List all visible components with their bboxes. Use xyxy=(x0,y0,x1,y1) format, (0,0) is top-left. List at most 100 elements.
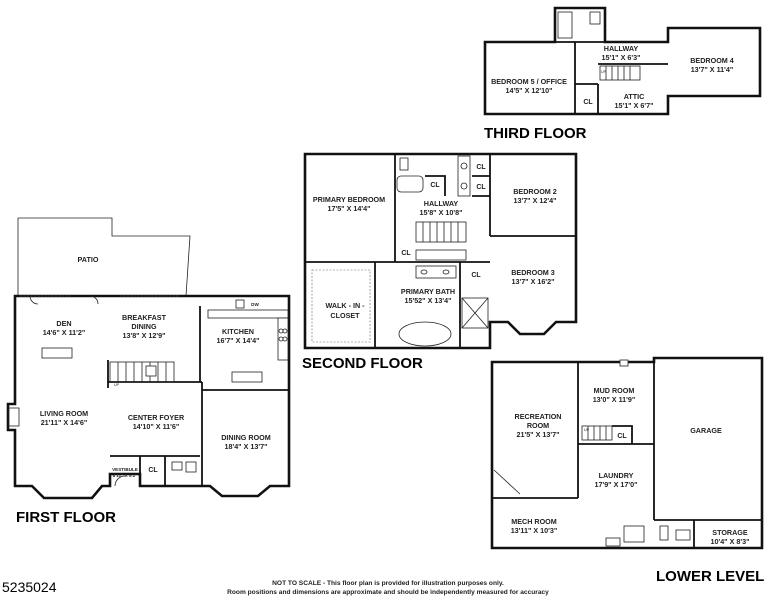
stairs-up-label: UP xyxy=(584,428,590,432)
mech-label: MECH ROOM xyxy=(511,517,557,526)
lower-level-plan: RECREATION ROOM 21'5" X 13'7" MUD ROOM 1… xyxy=(490,356,764,585)
listing-id: 5235024 xyxy=(2,579,57,595)
bed3-label: BEDROOM 3 xyxy=(511,268,555,277)
first-floor-title: FIRST FLOOR xyxy=(16,509,116,526)
den-dim: 14'6" X 11'2" xyxy=(43,328,86,337)
recreation-label-2: ROOM xyxy=(527,421,549,430)
bed4-dim: 13'7" X 11'4" xyxy=(691,65,734,74)
first-floor-stairs xyxy=(109,361,175,383)
fireplace-icon xyxy=(8,407,20,427)
den-label: DEN xyxy=(56,319,71,328)
foyer-dim: 14'10" X 11'6" xyxy=(133,422,180,431)
breakfast-label-2: DINING xyxy=(131,322,157,331)
wall-hall-closets xyxy=(472,175,490,197)
hall2-label: HALLWAY xyxy=(424,199,459,208)
first-floor-plan: PATIO DEN 14'6" X 11'2" BREAKFAST DINING… xyxy=(6,217,291,526)
toilet-icon xyxy=(171,461,183,471)
kitchen-island xyxy=(231,371,263,383)
third-floor-stairs xyxy=(599,65,641,81)
closet-label: CL xyxy=(476,184,486,191)
second-floor-title: SECOND FLOOR xyxy=(302,355,423,372)
primary-bath-label: PRIMARY BATH xyxy=(401,287,455,296)
bed2-label: BEDROOM 2 xyxy=(513,187,557,196)
vanity-icon xyxy=(457,155,471,197)
tub-icon xyxy=(557,11,573,39)
closet-label: CL xyxy=(471,272,481,279)
second-floor-plan: PRIMARY BEDROOM 17'5" X 14'4" HALLWAY 15… xyxy=(302,152,578,372)
toilet-icon xyxy=(589,11,601,25)
toilet-icon xyxy=(399,157,409,171)
primary-bed-label: PRIMARY BEDROOM xyxy=(313,195,385,204)
closet-label: CL xyxy=(583,99,593,106)
wall-hall-closet xyxy=(425,175,446,196)
dryer-icon xyxy=(605,537,621,547)
vestibule-label: VESTIBULE xyxy=(112,467,138,472)
closet-shelving xyxy=(311,269,371,343)
kitchen-label: KITCHEN xyxy=(222,327,254,336)
door-swing xyxy=(89,295,99,305)
hall3-dim: 15'1" X 6'3" xyxy=(601,53,640,62)
hall3-label: HALLWAY xyxy=(604,44,639,53)
third-floor-plan: BEDROOM 5 / OFFICE 14'5" X 12'10" HALLWA… xyxy=(483,6,762,142)
third-floor-title: THIRD FLOOR xyxy=(484,125,587,142)
primary-bed-dim: 17'5" X 14'4" xyxy=(327,204,370,213)
closet-label: CL xyxy=(148,467,158,474)
stair-diagonal xyxy=(493,469,521,495)
bed2-dim: 13'7" X 12'4" xyxy=(513,196,556,205)
walkin-label-1: WALK - IN - xyxy=(325,301,365,310)
third-floor-exterior-wall xyxy=(483,6,762,116)
attic-dim: 15'1" X 6'7" xyxy=(614,101,653,110)
closet-label: CL xyxy=(476,164,486,171)
garage-label: GARAGE xyxy=(690,426,722,435)
sink-icon xyxy=(675,529,691,541)
breakfast-dim: 13'8" X 12'9" xyxy=(122,331,165,340)
stairs-up-label: UP xyxy=(601,70,607,74)
patio-outline xyxy=(18,217,191,297)
bed3-dim: 13'7" X 16'2" xyxy=(511,277,554,286)
double-sink-icon xyxy=(415,265,457,279)
attic-label: ATTIC xyxy=(624,92,645,101)
front-door-swing xyxy=(114,475,126,487)
vent-icon xyxy=(619,359,629,367)
dining-label: DINING ROOM xyxy=(221,433,271,442)
kitchen-dim: 16'7" X 14'4" xyxy=(216,336,259,345)
recreation-label-1: RECREATION xyxy=(515,412,562,421)
laundry-dim: 17'9" X 17'0" xyxy=(594,480,637,489)
closet-label: CL xyxy=(401,250,411,257)
tub-icon xyxy=(396,175,424,193)
bed4-label: BEDROOM 4 xyxy=(690,56,734,65)
kitchen-counter xyxy=(207,309,289,319)
disclaimer-line-1: NOT TO SCALE - This floor plan is provid… xyxy=(272,580,504,587)
walkin-label-2: CLOSET xyxy=(330,311,360,320)
living-dim: 21'11" X 14'6" xyxy=(41,418,88,427)
mech-dim: 13'11" X 10'3" xyxy=(511,526,558,535)
second-floor-stairs xyxy=(415,221,467,261)
door-swing xyxy=(29,295,39,305)
washer-icon xyxy=(623,525,645,543)
toilet-icon xyxy=(659,525,669,541)
vestibule-dim: 8'11" X 5'2" xyxy=(113,473,138,478)
foyer-label: CENTER FOYER xyxy=(128,413,185,422)
disclaimer: NOT TO SCALE - This floor plan is provid… xyxy=(150,580,626,597)
storage-dim: 10'4" X 8'3" xyxy=(710,537,749,546)
closet-label: CL xyxy=(430,182,440,189)
bed5-label: BEDROOM 5 / OFFICE xyxy=(491,77,567,86)
kitchen-sink-icon xyxy=(235,299,245,309)
hall2-dim: 15'8" X 10'8" xyxy=(419,208,462,217)
first-floor-exterior-wall xyxy=(6,294,291,500)
lower-level-title: LOWER LEVEL xyxy=(656,568,764,585)
lower-level-stairs xyxy=(581,425,613,441)
vanity-icon xyxy=(185,461,197,473)
primary-bath-dim: 15'52" X 13'4" xyxy=(404,296,451,305)
storage-label: STORAGE xyxy=(712,528,748,537)
bed5-dim: 14'5" X 12'10" xyxy=(505,86,552,95)
dining-dim: 18'4" X 13'7" xyxy=(224,442,267,451)
wall-closet xyxy=(612,425,633,444)
closet-label: CL xyxy=(617,433,627,440)
breakfast-label-1: BREAKFAST xyxy=(122,313,167,322)
patio-label: PATIO xyxy=(78,255,99,264)
bath-tub-icon xyxy=(398,321,452,347)
disclaimer-line-2: Room positions and dimensions are approx… xyxy=(227,588,549,596)
den-table-icon xyxy=(41,347,73,359)
